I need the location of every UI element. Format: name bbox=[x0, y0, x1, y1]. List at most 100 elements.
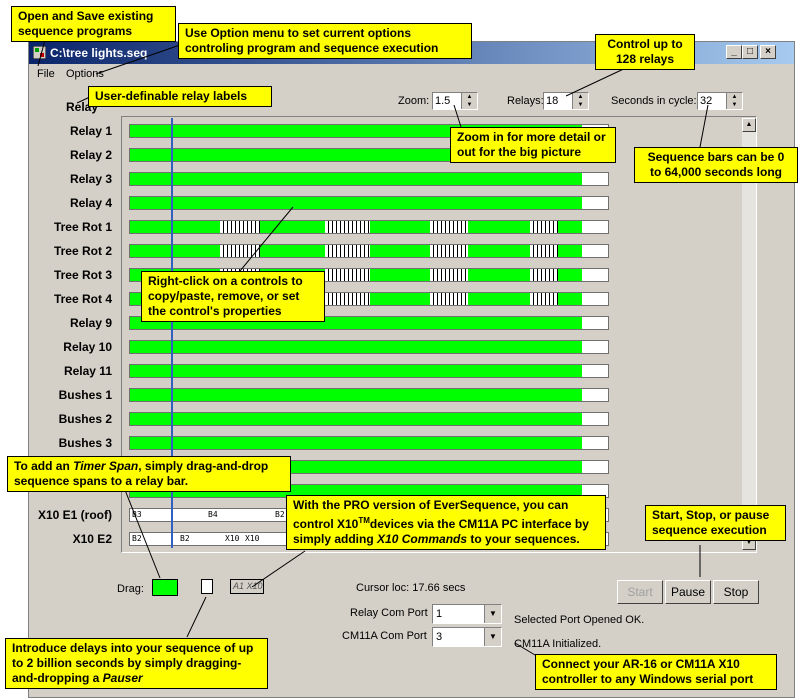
spin-down-icon[interactable]: ▼ bbox=[466, 102, 473, 108]
window-title: C:\tree lights.seq bbox=[50, 46, 148, 60]
x10-command-marker[interactable]: B2 bbox=[180, 534, 190, 543]
relay-label[interactable]: Tree Rot 2 bbox=[53, 244, 112, 258]
sequence-bar[interactable] bbox=[130, 437, 582, 449]
cm11a-com-port-value: 3 bbox=[436, 631, 443, 643]
flash-segment[interactable] bbox=[530, 245, 558, 257]
seconds-spinner[interactable]: 32 ▲ ▼ bbox=[697, 92, 743, 110]
time-cursor[interactable] bbox=[171, 118, 173, 548]
flash-segment[interactable] bbox=[530, 269, 558, 281]
sequence-bar[interactable] bbox=[130, 365, 582, 377]
flash-segment[interactable] bbox=[430, 293, 468, 305]
start-button[interactable]: Start bbox=[617, 580, 663, 604]
menu-options[interactable]: Options bbox=[66, 68, 104, 80]
spin-down-icon[interactable]: ▼ bbox=[577, 102, 584, 108]
callout-pro-version: With the PRO version of EverSequence, yo… bbox=[286, 495, 606, 550]
relay-label[interactable]: Relay 4 bbox=[69, 196, 112, 210]
relay-label[interactable]: Bushes 1 bbox=[58, 388, 112, 402]
relays-label: Relays: bbox=[507, 95, 544, 107]
flash-segment[interactable] bbox=[325, 293, 370, 305]
relay-label[interactable]: Bushes 2 bbox=[58, 412, 112, 426]
x10-command-marker[interactable]: B3 bbox=[132, 510, 142, 519]
relay-track[interactable] bbox=[129, 364, 609, 378]
relay-com-port-select[interactable]: 1 ▼ bbox=[432, 604, 502, 624]
x10-command-marker[interactable]: B2 bbox=[275, 510, 285, 519]
relay-track[interactable] bbox=[129, 172, 609, 186]
relay-track[interactable] bbox=[129, 436, 609, 450]
relay-track[interactable] bbox=[129, 220, 609, 234]
flash-segment[interactable] bbox=[430, 245, 468, 257]
spin-up-icon[interactable]: ▲ bbox=[577, 94, 584, 100]
relay-label[interactable]: X10 E1 (roof) bbox=[37, 508, 112, 522]
app-icon bbox=[33, 46, 46, 59]
relay-label[interactable]: Relay 9 bbox=[69, 316, 112, 330]
sequence-bar[interactable] bbox=[130, 197, 582, 209]
chevron-down-icon[interactable]: ▼ bbox=[484, 628, 501, 646]
relay-label[interactable]: Relay 11 bbox=[63, 364, 112, 378]
spin-down-icon[interactable]: ▼ bbox=[731, 102, 738, 108]
flash-segment[interactable] bbox=[530, 221, 558, 233]
maximize-button[interactable]: □ bbox=[742, 45, 758, 59]
x10-command-marker[interactable]: X10 bbox=[225, 534, 240, 543]
relays-spinner[interactable]: 18 ▲ ▼ bbox=[543, 92, 589, 110]
relay-label[interactable]: Bushes 3 bbox=[58, 436, 112, 450]
relay-label[interactable]: Relay 3 bbox=[69, 172, 112, 186]
x10-command-marker[interactable]: B4 bbox=[208, 510, 218, 519]
spin-up-icon[interactable]: ▲ bbox=[731, 94, 738, 100]
zoom-label: Zoom: bbox=[398, 95, 430, 107]
relay-track[interactable] bbox=[129, 340, 609, 354]
cm11a-com-port-label: CM11A Com Port bbox=[342, 630, 427, 642]
zoom-spinner[interactable]: 1.5 ▲▼ bbox=[432, 92, 478, 110]
callout-options-menu: Use Option menu to set current options c… bbox=[178, 23, 472, 59]
x10-command-marker[interactable]: X10 bbox=[245, 534, 260, 543]
relay-track[interactable] bbox=[129, 244, 609, 258]
relay-track[interactable] bbox=[129, 196, 609, 210]
x10-command-marker[interactable]: B2 bbox=[132, 534, 142, 543]
relay-label[interactable]: X10 E2 bbox=[72, 532, 112, 546]
relay-track[interactable] bbox=[129, 412, 609, 426]
chevron-down-icon[interactable]: ▼ bbox=[484, 605, 501, 623]
relay-label[interactable]: Relay 2 bbox=[69, 148, 112, 162]
seconds-value: 32 bbox=[700, 95, 713, 107]
callout-delays: Introduce delays into your sequence of u… bbox=[5, 638, 268, 689]
x10-command-chip[interactable]: A1 X10 bbox=[230, 579, 264, 594]
sequence-bar[interactable] bbox=[130, 341, 582, 353]
relay-label[interactable]: Tree Rot 1 bbox=[53, 220, 112, 234]
flash-segment[interactable] bbox=[530, 293, 558, 305]
callout-open-save: Open and Save existing sequence programs bbox=[11, 6, 176, 42]
callout-sequence-bars: Sequence bars can be 0 to 64,000 seconds… bbox=[634, 147, 798, 183]
scroll-up-icon[interactable]: ▲ bbox=[742, 118, 756, 132]
close-button[interactable]: × bbox=[760, 45, 776, 59]
flash-segment[interactable] bbox=[325, 269, 370, 281]
seconds-label: Seconds in cycle: bbox=[611, 95, 697, 107]
flash-segment[interactable] bbox=[325, 245, 370, 257]
callout-start-stop: Start, Stop, or pause sequence execution bbox=[645, 505, 786, 541]
menu-file[interactable]: File bbox=[37, 68, 55, 80]
flash-segment[interactable] bbox=[220, 245, 260, 257]
callout-connect: Connect your AR-16 or CM11A X10 controll… bbox=[535, 654, 777, 690]
minimize-button[interactable]: _ bbox=[726, 45, 742, 59]
cursor-location: Cursor loc: 17.66 secs bbox=[356, 582, 466, 594]
timer-span-chip[interactable] bbox=[152, 579, 178, 596]
sequence-bar[interactable] bbox=[130, 413, 582, 425]
relay-label[interactable]: Relay 10 bbox=[63, 340, 112, 354]
flash-segment[interactable] bbox=[430, 221, 468, 233]
pauser-chip[interactable] bbox=[201, 579, 213, 594]
relay-label[interactable]: Tree Rot 3 bbox=[53, 268, 112, 282]
relay-track[interactable] bbox=[129, 388, 609, 402]
spin-up-icon[interactable]: ▲ bbox=[466, 94, 473, 100]
flash-segment[interactable] bbox=[220, 221, 260, 233]
callout-right-click: Right-click on a controls to copy/paste,… bbox=[141, 271, 325, 322]
stop-button[interactable]: Stop bbox=[713, 580, 759, 604]
relay-port-status: Selected Port Opened OK. bbox=[514, 614, 645, 626]
relay-label[interactable]: Relay 1 bbox=[69, 124, 112, 138]
relays-value: 18 bbox=[546, 95, 559, 107]
sequence-bar[interactable] bbox=[130, 173, 582, 185]
flash-segment[interactable] bbox=[430, 269, 468, 281]
callout-timer-span: To add an Timer Span, simply drag-and-dr… bbox=[7, 456, 291, 492]
vertical-scrollbar[interactable] bbox=[742, 118, 756, 550]
pause-button[interactable]: Pause bbox=[665, 580, 711, 604]
flash-segment[interactable] bbox=[325, 221, 370, 233]
sequence-bar[interactable] bbox=[130, 389, 582, 401]
relay-label[interactable]: Tree Rot 4 bbox=[53, 292, 112, 306]
cm11a-com-port-select[interactable]: 3 ▼ bbox=[432, 627, 502, 647]
